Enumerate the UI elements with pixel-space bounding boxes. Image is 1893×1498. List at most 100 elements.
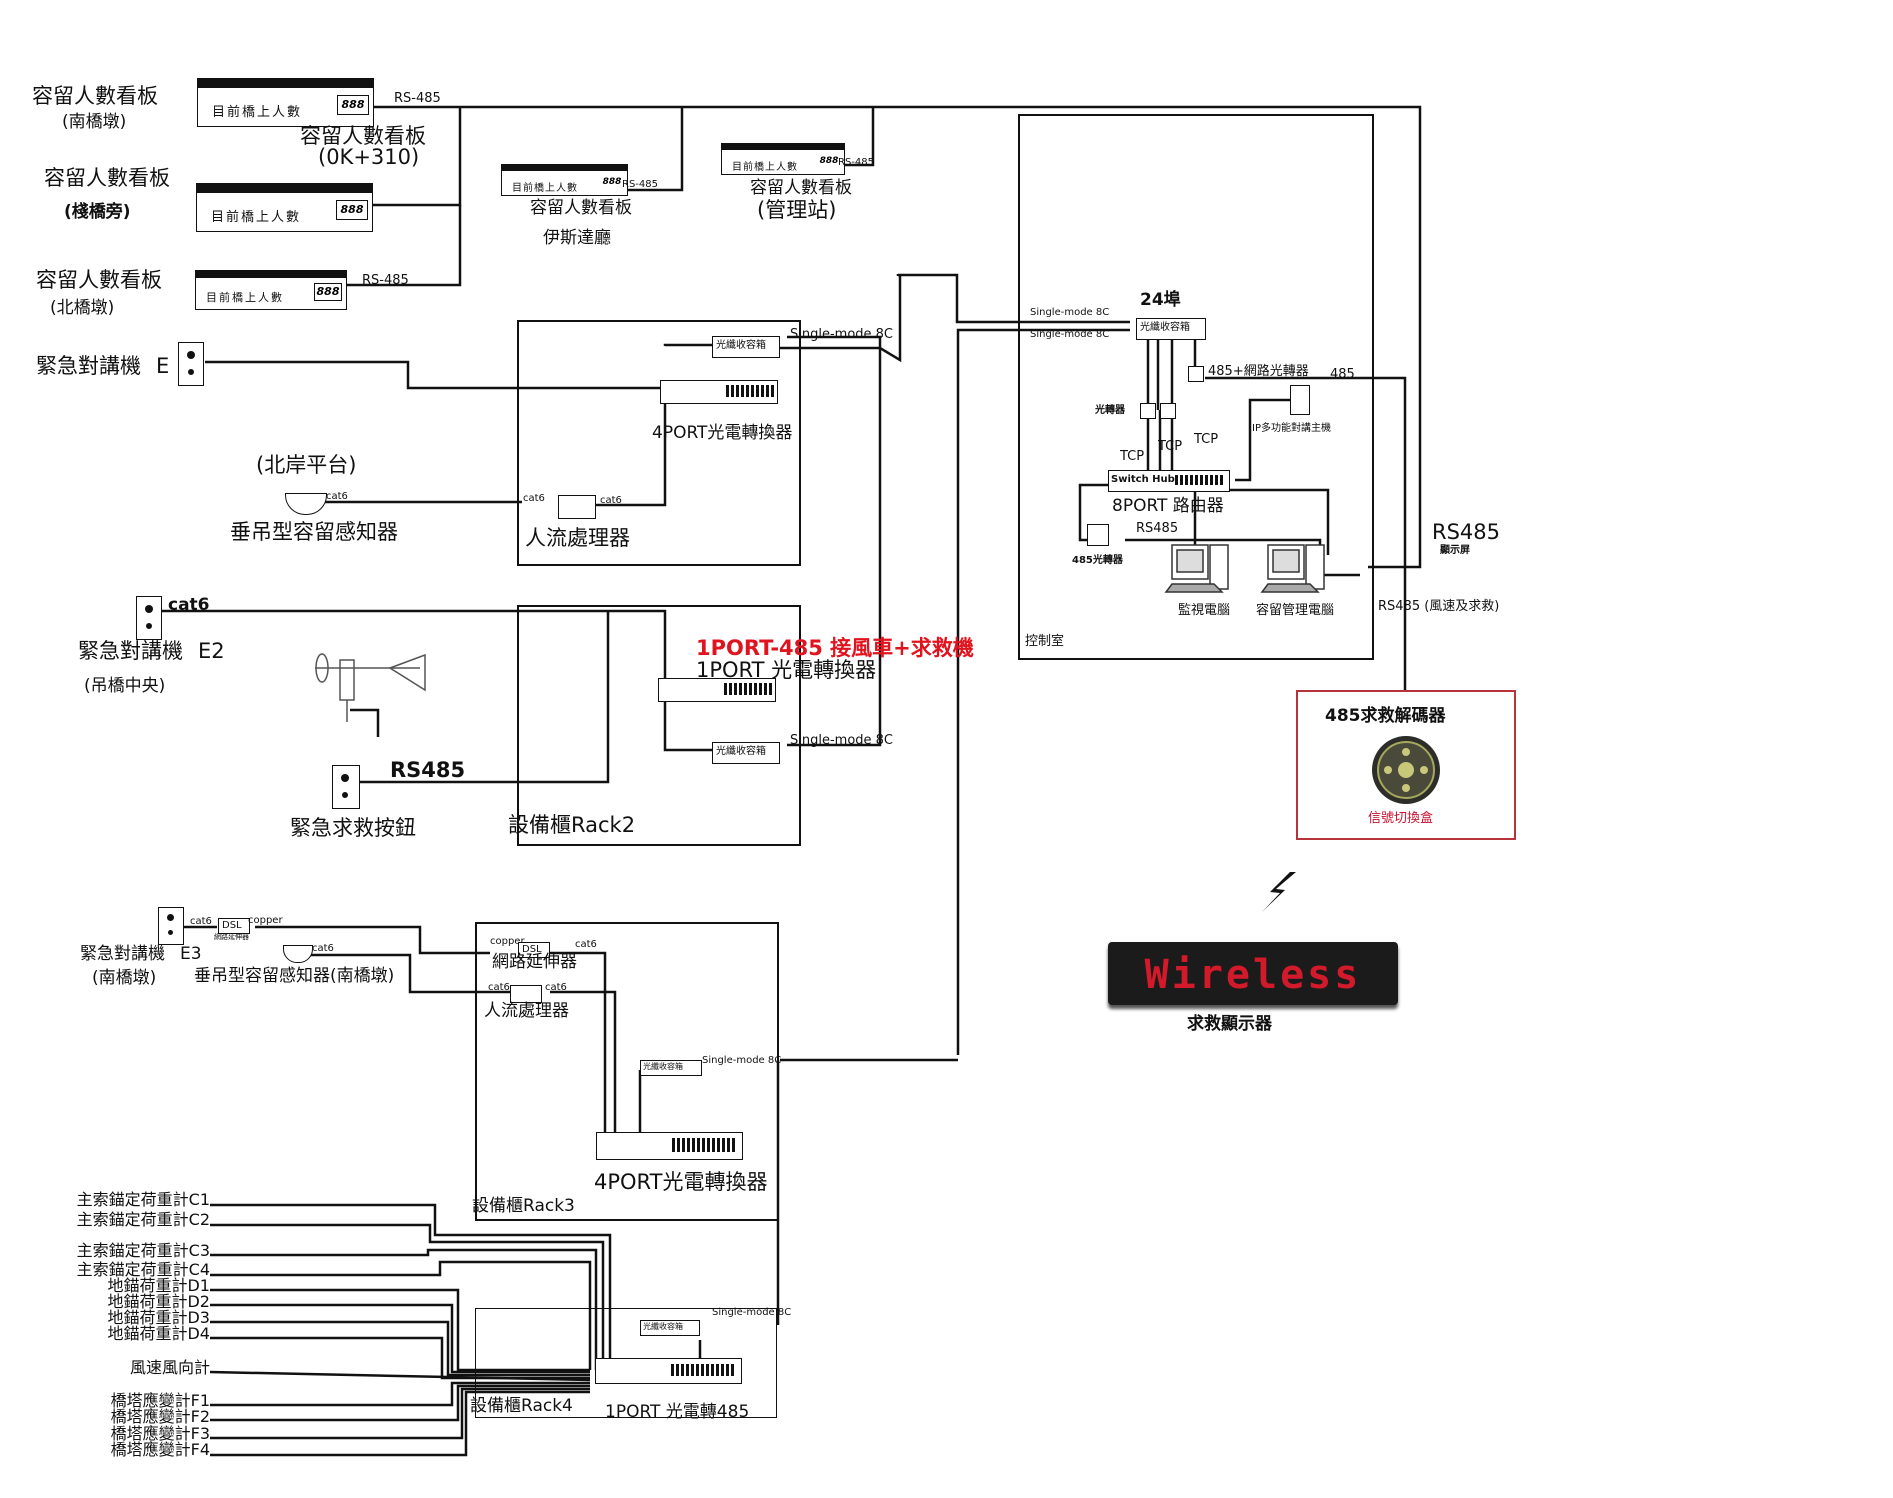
wire-station (840, 107, 875, 167)
board-k0310-title: 容留人數看板 (300, 124, 426, 148)
board-k0310-sub: (0K+310) (318, 145, 420, 169)
board-north-sub: (北橋墩) (50, 298, 115, 318)
rack4-sensor-label: 橋塔應變計F2 (110, 1407, 210, 1426)
board-station-title: 容留人數看板 (750, 178, 852, 198)
wire-north-bus (345, 205, 462, 287)
rack1-platform: (北岸平台) (256, 453, 357, 477)
wire-f2 (210, 1384, 590, 1422)
ctrl-opt-conv-b (1160, 403, 1176, 419)
led-text: Wireless (1144, 952, 1362, 998)
rack4-sensor-label: 主索錨定荷重計C1 (76, 1190, 210, 1209)
rack2-cat6: cat6 (168, 595, 210, 615)
rack1-cat6-b: cat6 (523, 493, 545, 504)
rack4-sensor-label: 地錨荷重計D2 (107, 1292, 210, 1311)
ctrl-rs485-note: RS485 (風速及求救) (1378, 599, 1500, 614)
ctrl-mgmt-pc: 容留管理電腦 (1256, 603, 1335, 618)
rack4-converter-device (595, 1358, 742, 1384)
ctrl-router: 8PORT 路由器 (1112, 496, 1224, 516)
wire-fiber1-conv (663, 343, 712, 347)
rack3-copper-b: copper (490, 936, 525, 947)
rack3-loc: (南橋墩) (92, 968, 157, 988)
ctrl-tcp-a: TCP (1120, 449, 1145, 464)
display-rs485: RS485 (1432, 520, 1501, 544)
rack2-button: 緊急求救按鈕 (290, 816, 416, 840)
rack3-sensor: 垂吊型容留感知器(南橋墩) (194, 966, 395, 986)
wire-c1 (210, 1203, 612, 1370)
rack2-fiber-box: 光纖收容箱 (712, 742, 780, 764)
rack1-intercom-id: E (156, 354, 170, 378)
ctrl-485: 485 (1330, 367, 1355, 382)
board-estada-sub: 伊斯達廳 (543, 228, 611, 248)
wire-dsl-ext (255, 925, 490, 955)
rack3-dsl-sub: 網路延伸器 (214, 933, 249, 941)
rack1-fiber-box: 光纖收容箱 (712, 336, 780, 358)
rack2-rs485: RS485 (390, 758, 466, 782)
rack4-sensor-label: 橋塔應變計F3 (110, 1424, 210, 1443)
rack1-sensor: 垂吊型容留感知器 (230, 520, 398, 544)
ctrl-rs485-label: RS485 (1136, 521, 1179, 536)
label-rs485-3: RS-485 (622, 179, 658, 190)
rack3-cat6-b: cat6 (312, 943, 334, 954)
wire-rs485-top (372, 105, 1422, 569)
rack4-sensor-label: 橋塔應變計F1 (110, 1391, 210, 1410)
wire-ctrl-485 (1205, 376, 1407, 695)
board-station-sub: (管理站) (757, 198, 837, 222)
wire-f1 (210, 1381, 590, 1407)
led-label: 求救顯示器 (1187, 1014, 1272, 1034)
label-rs485-2: RS-485 (362, 273, 409, 288)
board-south-title: 容留人數看板 (32, 84, 158, 108)
wire-d2 (210, 1303, 590, 1374)
wire-f4 (210, 1390, 590, 1457)
wire-sensor3 (310, 953, 510, 994)
rack4-sensor-label: 風速風向計 (129, 1358, 210, 1377)
rack1-intercom: 緊急對講機 (36, 354, 141, 378)
intercom-e3-device (158, 907, 184, 945)
rack2-note: 1PORT-485 接風車+求救機 (696, 636, 974, 660)
decoder-title: 485求救解碼器 (1325, 706, 1446, 726)
wire-intercom-e (205, 360, 660, 390)
led-display: Wireless (1108, 942, 1398, 1005)
rack2-single-mode: Single-mode 8C (790, 733, 894, 748)
rack1-processor: 人流處理器 (525, 526, 630, 550)
rack1 (517, 320, 801, 566)
board-estada: 目前橋上人數 888 (501, 164, 628, 196)
rack1-processor-device (558, 495, 596, 519)
wire-d3 (210, 1320, 590, 1377)
ctrl-485-converter: 485+網路光轉器 (1208, 364, 1309, 379)
wire-wind2 (209, 1370, 591, 1382)
wire-estada (620, 107, 684, 192)
rack4-sensor-label: 主索錨定荷重計C3 (76, 1241, 210, 1260)
ctrl-port24: 24埠 (1140, 290, 1181, 310)
rack2 (517, 605, 801, 846)
wire-sm-ctrl3 (898, 273, 1130, 324)
wire-c2 (210, 1223, 605, 1370)
ctrl-485conv-device (1087, 524, 1109, 546)
rack3 (475, 922, 779, 1221)
rack3-cat6-d: cat6 (488, 982, 510, 993)
rack3-processor-device (510, 985, 542, 1003)
wire-button (345, 611, 610, 784)
rack2-loc: (吊橋中央) (84, 676, 166, 696)
rack1-converter-device (660, 380, 778, 404)
rack4-fiber-box: 光纖收容箱 (640, 1320, 700, 1336)
wire-ip-intercom (1235, 398, 1290, 482)
board-trestle: 目前橋上人數 888 (196, 183, 373, 232)
ctrl-single-mode-a: Single-mode 8C (1030, 307, 1110, 318)
rack3-intercom-id: E3 (180, 944, 202, 964)
rack3-single-mode: Single-mode 8C (702, 1055, 782, 1066)
rack1-cat6-a: cat6 (326, 491, 348, 502)
rack1-cat6-c: cat6 (600, 495, 622, 506)
ctrl-switch-device: Switch Hub (1108, 470, 1230, 492)
wire-c3 (210, 1248, 598, 1370)
ctrl-485-converter-device (1188, 366, 1204, 382)
board-estada-title: 容留人數看板 (530, 198, 632, 218)
rack4-sensor-label: 地錨荷重計D1 (107, 1276, 210, 1295)
display-sub: 顯示屏 (1440, 545, 1470, 556)
rack4-sensor-label: 主索錨定荷重計C2 (76, 1210, 210, 1229)
intercom-e-device (178, 342, 204, 386)
wire-intercom-e2 (160, 609, 667, 680)
rack2-intercom: 緊急對講機 (78, 639, 183, 663)
rack3-extender: 網路延伸器 (492, 952, 577, 972)
rack3-copper-a: copper (248, 915, 283, 926)
